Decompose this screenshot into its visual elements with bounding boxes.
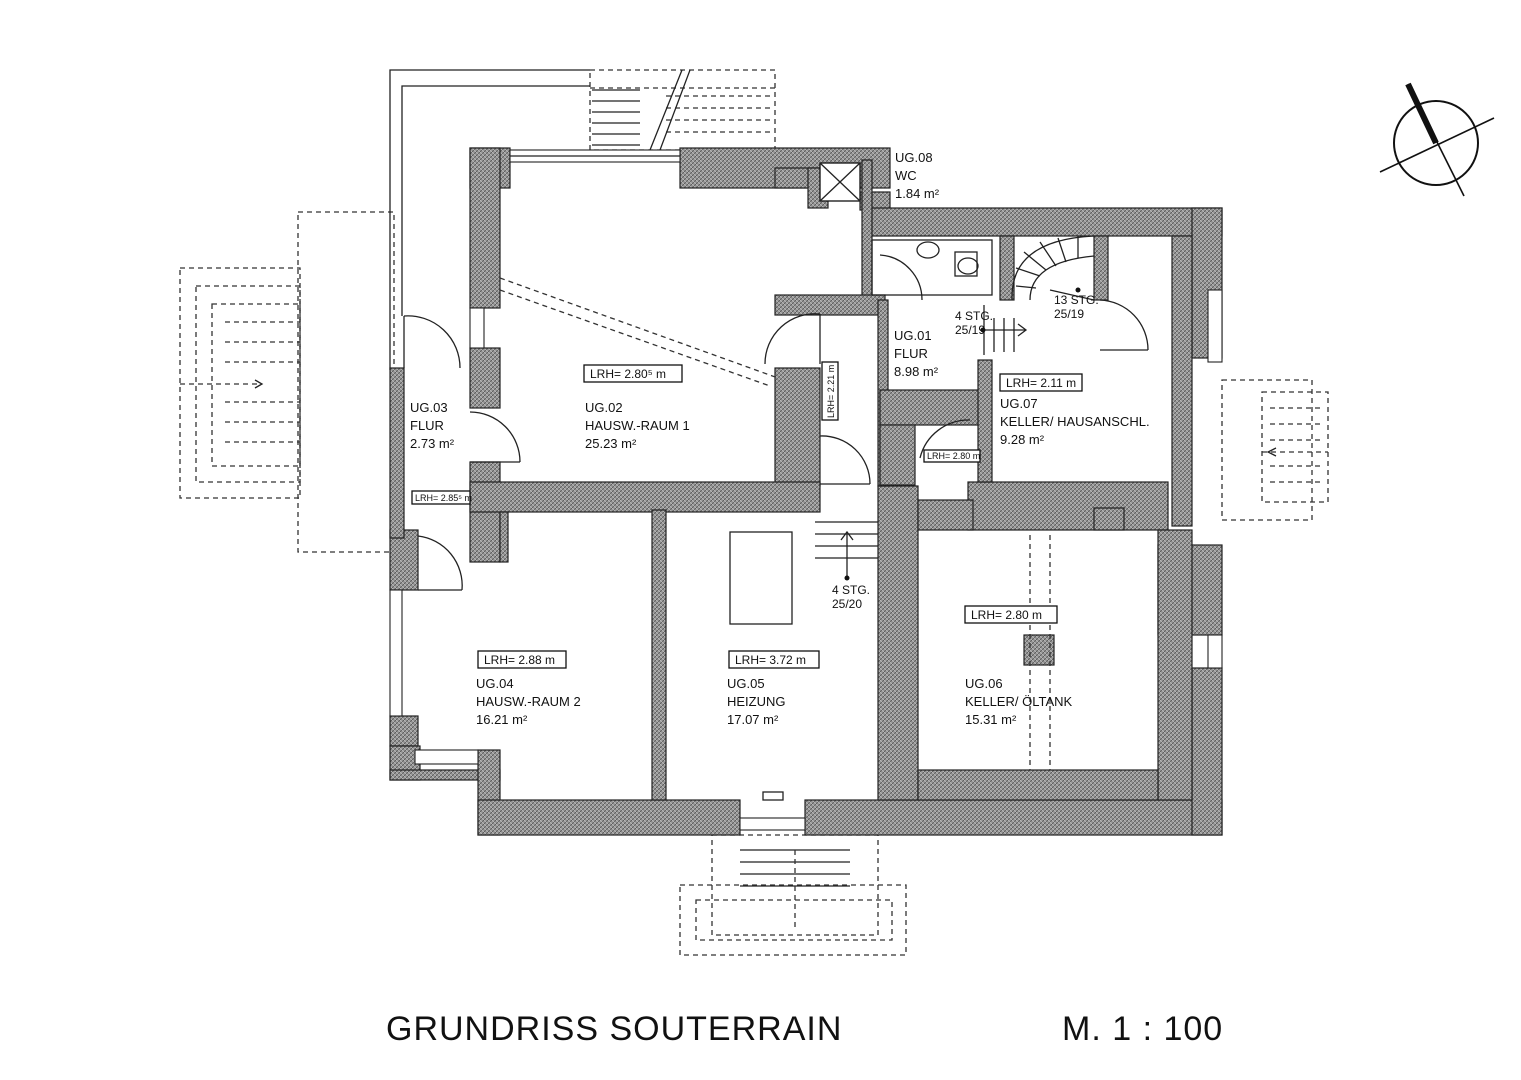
room-area: 8.98 m² [894, 364, 939, 379]
room-id: UG.02 [585, 400, 623, 415]
room-id: UG.07 [1000, 396, 1038, 411]
exterior-dashed-outline [179, 69, 1329, 956]
drawing-scale: M. 1 : 100 [1062, 1010, 1223, 1048]
room-ug04: LRH= 2.88 m UG.04 HAUSW.-RAUM 2 16.21 m² [476, 650, 581, 727]
room-area: 15.31 m² [965, 712, 1017, 727]
room-name: KELLER/ HAUSANSCHL. [1000, 414, 1150, 429]
room-id: UG.05 [727, 676, 765, 691]
room-area: 2.73 m² [410, 436, 455, 451]
lrh-box [477, 650, 567, 669]
room-area: 1.84 m² [895, 186, 940, 201]
room-area: 17.07 m² [727, 712, 779, 727]
room-name: FLUR [410, 418, 444, 433]
room-lrh: LRH= 2.11 m [1006, 376, 1076, 390]
svg-text:LRH= 2.21 m: LRH= 2.21 m [826, 365, 836, 418]
room-name: FLUR [894, 346, 928, 361]
lrh-box [964, 605, 1058, 624]
room-lrh: LRH= 2.80⁵ m [590, 367, 666, 381]
svg-text:25/19: 25/19 [1054, 307, 1084, 321]
room-id: UG.08 [895, 150, 933, 165]
room-name: WC [895, 168, 917, 183]
room-lrh: LRH= 2.80 m [971, 608, 1042, 622]
room-id: UG.04 [476, 676, 514, 691]
room-id: UG.06 [965, 676, 1003, 691]
room-name: HAUSW.-RAUM 1 [585, 418, 690, 433]
lrh-box [999, 373, 1083, 392]
svg-text:13 STG.: 13 STG. [1054, 293, 1099, 307]
room-id: UG.03 [410, 400, 448, 415]
svg-text:25/20: 25/20 [832, 597, 862, 611]
interior-details [403, 162, 1149, 801]
room-ug03: UG.03 FLUR 2.73 m² LRH= 2.85⁵ m [410, 400, 472, 505]
room-area: 25.23 m² [585, 436, 637, 451]
room-id: UG.01 [894, 328, 932, 343]
room-ug07: LRH= 2.11 m UG.07 KELLER/ HAUSANSCHL. 9.… [999, 373, 1150, 447]
top-entry-stair [592, 69, 770, 151]
svg-text:4 STG.: 4 STG. [832, 583, 870, 597]
svg-text:LRH= 2.80 m: LRH= 2.80 m [927, 451, 980, 461]
drawing-title: GRUNDRISS SOUTERRAIN [386, 1010, 842, 1048]
inner-walls [469, 159, 1193, 801]
room-ug08: UG.08 WC 1.84 m² [895, 150, 940, 201]
lrh-tag-small: LRH= 2.80 m [923, 449, 981, 463]
stair-label-13: 13 STG. 25/19 [1054, 293, 1099, 321]
room-lrh: LRH= 2.88 m [484, 653, 555, 667]
room-ug06: LRH= 2.80 m UG.06 KELLER/ ÖLTANK 15.31 m… [964, 605, 1072, 727]
room-area: 16.21 m² [476, 712, 528, 727]
lrh-box [728, 650, 820, 669]
room-lrh: LRH= 2.85⁵ m [415, 493, 472, 503]
room-name: HEIZUNG [727, 694, 786, 709]
room-name: HAUSW.-RAUM 2 [476, 694, 581, 709]
svg-text:25/19: 25/19 [955, 323, 985, 337]
svg-text:4 STG.: 4 STG. [955, 309, 993, 323]
room-area: 9.28 m² [1000, 432, 1045, 447]
lrh-box [411, 490, 471, 505]
lrh-tag-vertical: LRH= 2.21 m [821, 361, 839, 421]
room-name: KELLER/ ÖLTANK [965, 694, 1072, 709]
room-lrh: LRH= 3.72 m [735, 653, 806, 667]
room-ug02: LRH= 2.80⁵ m UG.02 HAUSW.-RAUM 1 25.23 m… [583, 364, 690, 451]
lrh-box [583, 364, 683, 383]
stair-label-4-lower: 4 STG. 25/20 [832, 583, 870, 611]
room-ug05: LRH= 3.72 m UG.05 HEIZUNG 17.07 m² [727, 650, 820, 727]
stair-label-4-upper: 4 STG. 25/19 [955, 309, 993, 337]
room-ug01: UG.01 FLUR 8.98 m² [894, 328, 939, 379]
north-arrow-icon [1379, 82, 1495, 197]
windows [389, 149, 1223, 831]
